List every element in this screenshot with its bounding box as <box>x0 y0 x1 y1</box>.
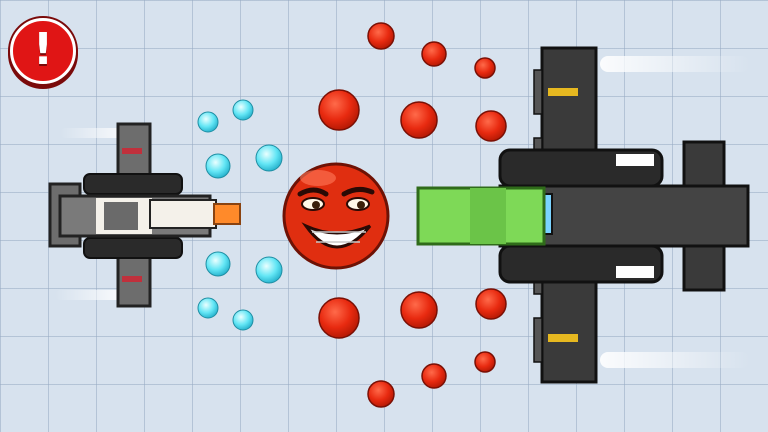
player-bullet <box>232 309 254 331</box>
player-bullets <box>197 99 283 331</box>
alert-button[interactable]: ! <box>10 18 76 84</box>
enemy-bullet <box>400 291 438 329</box>
speed-trail <box>600 56 750 72</box>
speed-trail <box>60 128 130 138</box>
enemy-bullet <box>318 297 360 339</box>
enemy-bullets <box>318 22 507 408</box>
player-bullet <box>197 297 219 319</box>
boss-wing-stripe <box>548 88 578 96</box>
face-eyebrow <box>297 187 329 197</box>
enemy-bullet <box>474 57 496 79</box>
boss-nose-panel <box>470 188 506 244</box>
player-wing-stripe <box>122 276 142 282</box>
enemy-bullet <box>367 22 395 50</box>
player-bullet <box>205 251 231 277</box>
face-pupil <box>312 201 320 209</box>
enemy-bullet <box>474 351 496 373</box>
enemy-bullet <box>367 380 395 408</box>
boss-propeller <box>533 69 543 115</box>
enemy-bullet <box>421 363 447 389</box>
enemy-bullet <box>475 110 507 142</box>
speed-trail <box>55 290 125 300</box>
enemy-bullet <box>400 101 438 139</box>
player-bullet <box>197 111 219 133</box>
player-bullet <box>205 153 231 179</box>
player-nose <box>149 199 217 229</box>
player-canopy <box>104 202 138 230</box>
player-engine <box>83 237 183 259</box>
face-pupil <box>357 201 365 209</box>
boss-pod-stripe <box>616 266 654 278</box>
boss-wing-stripe <box>548 334 578 342</box>
enemy-bullet <box>421 41 447 67</box>
player-nose-tip <box>213 203 241 225</box>
player-fighter-plane <box>48 122 241 308</box>
player-bullet <box>255 256 283 284</box>
speed-trails <box>55 56 750 368</box>
player-engine <box>83 173 183 195</box>
face-body <box>282 162 390 270</box>
enemy-bullet <box>318 89 360 131</box>
boss-propeller <box>533 317 543 363</box>
face-eyebrow <box>341 186 375 197</box>
face-highlight <box>300 170 336 186</box>
player-wing-stripe <box>122 148 142 154</box>
grinning-red-ball-face <box>282 162 390 270</box>
boss-pod-stripe <box>616 154 654 166</box>
exclamation-icon: ! <box>32 24 54 75</box>
player-bullet <box>232 99 254 121</box>
speed-trail <box>600 352 750 368</box>
player-bullet <box>255 144 283 172</box>
face-teeth <box>312 231 366 243</box>
boss-bomber-plane <box>416 46 750 384</box>
enemy-bullet <box>475 288 507 320</box>
